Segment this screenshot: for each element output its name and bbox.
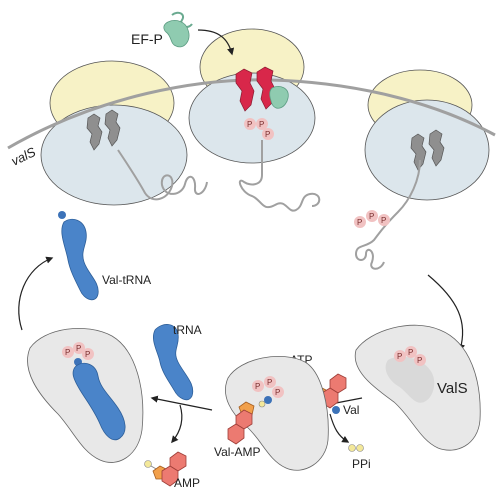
trna-pair-left: [86, 109, 121, 151]
svg-text:P: P: [76, 344, 81, 353]
svg-text:P: P: [369, 212, 374, 221]
trna-incoming: [152, 324, 194, 401]
svg-text:P: P: [259, 120, 264, 129]
val-trna-label: Val-tRNA: [102, 273, 151, 287]
val-amp-label: Val-AMP: [214, 445, 260, 459]
svg-text:P: P: [85, 350, 90, 359]
ribosome-right: [364, 69, 490, 201]
up-cycle-arrow: [18, 256, 54, 331]
efp-bound: [269, 86, 289, 109]
efp-entry-arrow: [197, 29, 235, 56]
trna-pair-right: [410, 129, 445, 171]
nascent-chain-center: [238, 140, 321, 212]
svg-text:P: P: [381, 216, 386, 225]
right-cycle-arrow: [427, 274, 466, 352]
trna-to-amp-arrow: [171, 404, 183, 444]
val-trna-molecule: [58, 211, 99, 301]
amp-label: AMP: [174, 476, 200, 490]
vals-enzyme-left: P P P: [27, 328, 144, 463]
svg-text:P: P: [265, 130, 270, 139]
gene-label: valS: [9, 144, 39, 169]
nascent-chain-left: [117, 149, 208, 201]
small-subunit-left: [40, 104, 188, 206]
ppi-molecule: [348, 444, 364, 452]
transfer-arrow: [150, 395, 213, 411]
ppp-motif-released: P P P: [354, 210, 390, 228]
vals-label: ValS: [437, 380, 468, 397]
trna-bound: [72, 362, 126, 441]
valine-molecule: [332, 406, 340, 414]
amp-molecule: [144, 451, 187, 487]
svg-text:P: P: [255, 382, 260, 391]
ppi-label: PPi: [352, 457, 371, 471]
svg-text:P: P: [275, 388, 280, 397]
efp-label: EF-P: [131, 31, 163, 47]
svg-text:P: P: [417, 356, 422, 365]
vals-enzyme-middle: P P P: [225, 355, 329, 471]
nascent-chain-right: [354, 159, 421, 270]
vals-enzyme-right: P P P: [354, 324, 481, 451]
ppi-release-arrow: [329, 413, 350, 443]
trna-label: tRNA: [173, 323, 202, 337]
svg-text:P: P: [267, 378, 272, 387]
small-subunit-right: [364, 99, 490, 201]
val-label: Val: [343, 403, 359, 417]
ribosome-left: [40, 60, 188, 206]
svg-text:P: P: [65, 348, 70, 357]
svg-text:P: P: [408, 348, 413, 357]
svg-text:P: P: [357, 218, 362, 227]
efp-molecule: [163, 11, 193, 48]
svg-text:P: P: [397, 352, 402, 361]
ppp-motif-center: P P P: [244, 118, 274, 140]
svg-text:P: P: [247, 120, 252, 129]
